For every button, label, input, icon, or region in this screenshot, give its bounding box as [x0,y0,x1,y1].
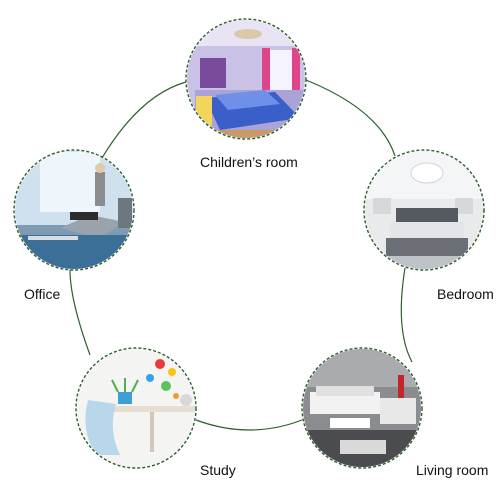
connector-living-study [195,419,303,431]
bedroom-photo [363,149,485,271]
connector-office-children [101,81,187,159]
label-office: Office [24,286,61,302]
study-photo [75,347,197,469]
childrens-room-photo [185,18,307,140]
living-room-photo [301,347,423,469]
label-bedroom: Bedroom [437,286,494,302]
connector-study-office [69,269,91,356]
label-study: Study [200,462,236,478]
connector-bedroom-living [400,267,413,363]
office-photo [13,149,135,271]
connector-lines [69,79,413,431]
connector-children-bedroom [305,79,396,157]
label-childrens-room: Children’s room [200,154,298,170]
label-living-room: Living room [416,462,489,478]
